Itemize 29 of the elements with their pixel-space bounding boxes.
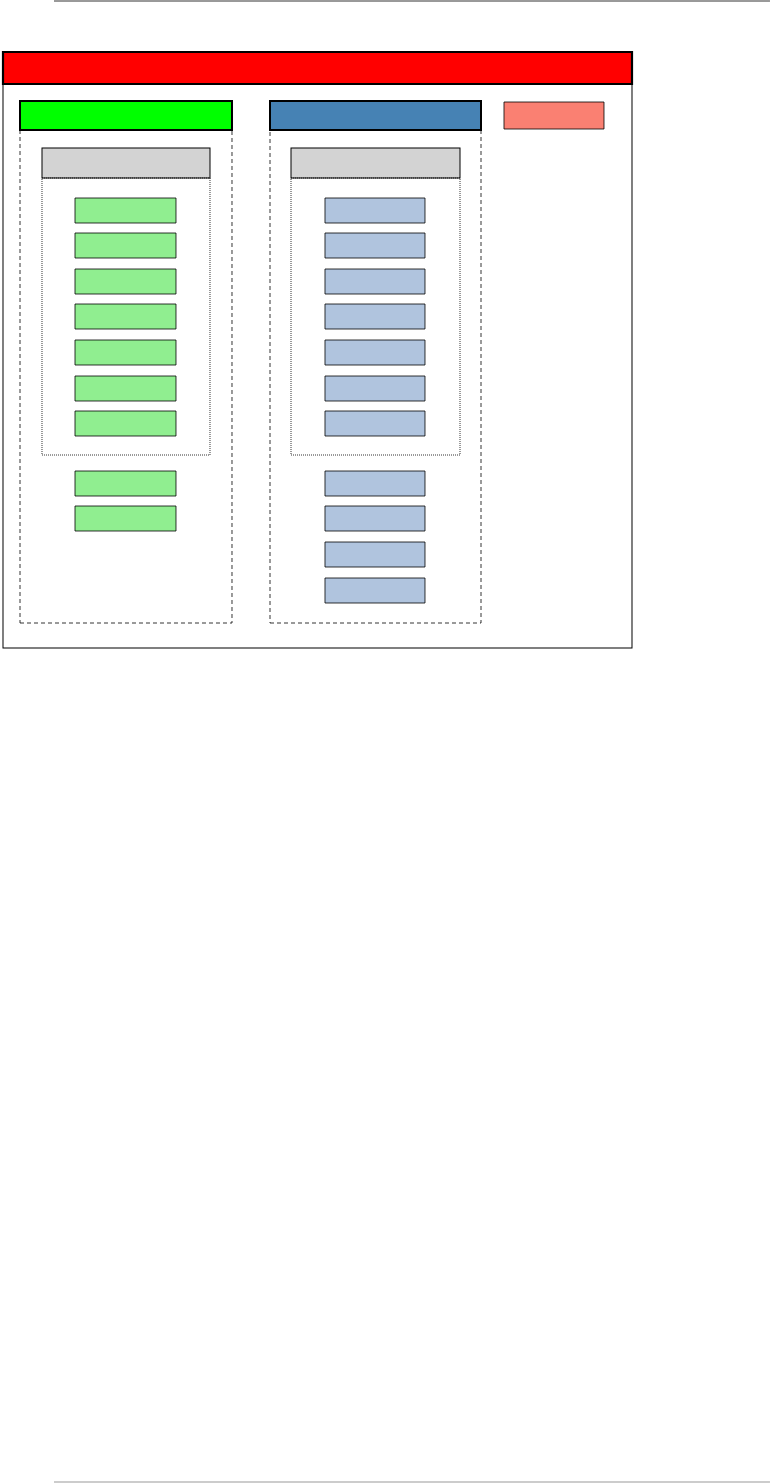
- item-box: [324, 505, 426, 532]
- item-box: [74, 339, 177, 366]
- item-box: [74, 505, 177, 532]
- item-box: [324, 577, 426, 604]
- column-container: [19, 129, 233, 624]
- item-box: [74, 197, 177, 224]
- group-header: [290, 147, 461, 179]
- item-box: [74, 375, 177, 402]
- item-box: [324, 232, 426, 259]
- item-box: [324, 375, 426, 402]
- item-box: [324, 541, 426, 568]
- item-box: [324, 268, 426, 295]
- item-box: [324, 339, 426, 366]
- column-header: [19, 100, 233, 131]
- item-box: [74, 268, 177, 295]
- item-box: [324, 470, 426, 497]
- item-box: [324, 197, 426, 224]
- item-box: [74, 470, 177, 497]
- tag-box: [503, 101, 605, 130]
- column-container: [269, 129, 482, 624]
- item-box: [74, 232, 177, 259]
- item-box: [74, 303, 177, 330]
- group-container: [290, 177, 461, 456]
- group-container: [41, 177, 211, 456]
- item-box: [324, 410, 426, 437]
- group-header: [41, 147, 211, 179]
- column-header: [269, 100, 482, 131]
- item-box: [324, 303, 426, 330]
- item-box: [74, 410, 177, 437]
